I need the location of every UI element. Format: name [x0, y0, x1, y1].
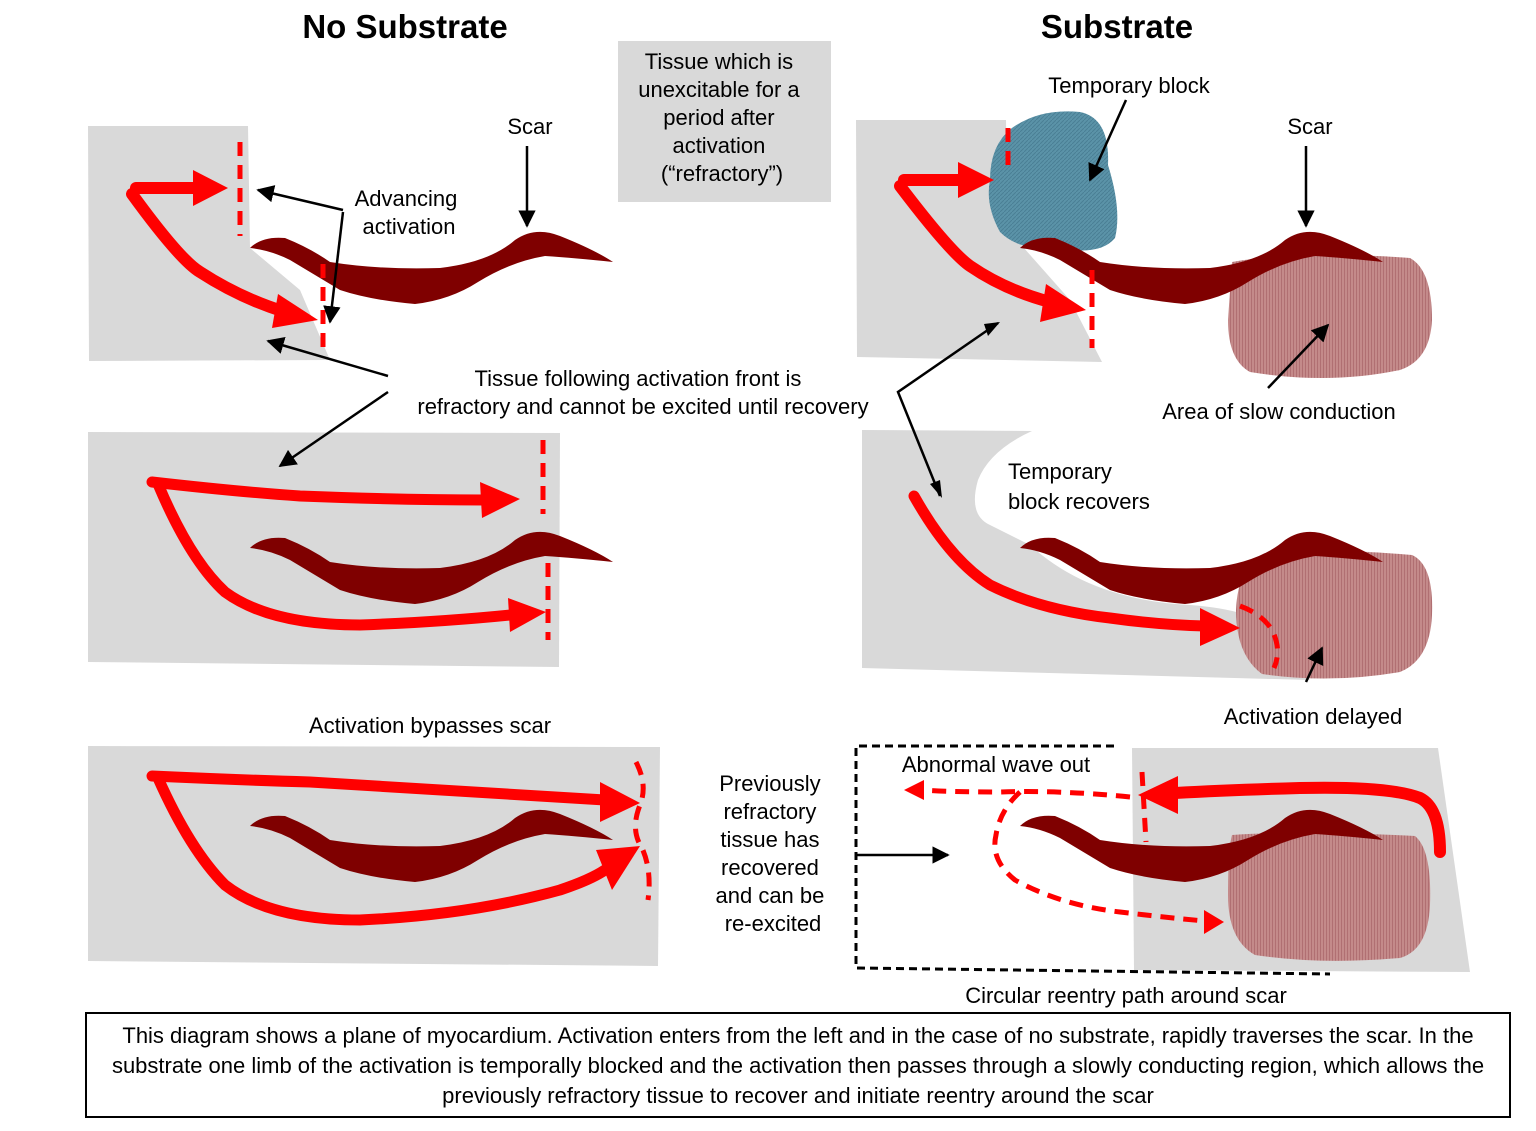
label-reentry: Circular reentry path around scar [965, 983, 1287, 1008]
label-slow-conduction: Area of slow conduction [1162, 399, 1396, 424]
slow-conduction-area-3 [1228, 832, 1431, 961]
legend-text: Tissue which is unexcitable for a period… [638, 49, 806, 186]
reentry-loop-path [992, 790, 1206, 924]
scar-left-3 [250, 809, 613, 882]
pointer-advancing-2 [323, 211, 345, 324]
legend-line: activation [672, 133, 765, 158]
activation-arrowhead [958, 162, 994, 198]
pointer-refractory-right [896, 321, 999, 497]
label-block-recovers: Temporary block recovers [1008, 459, 1150, 514]
refractory-legend-box [618, 41, 831, 202]
activation-arrowhead [508, 598, 546, 632]
pointer-temp-block [1088, 99, 1128, 182]
activation-arrowhead [596, 846, 640, 890]
activation-path-left-2a [146, 476, 491, 506]
label-scar-right: Scar [1287, 114, 1332, 139]
pointer-arrowhead [984, 322, 1000, 336]
wavefront-dash [633, 760, 652, 901]
activation-path-left-3b [152, 772, 611, 926]
activation-path-right-1b [894, 180, 1056, 308]
scar-right-2 [1020, 531, 1383, 604]
tissue-panel-right-2 [862, 430, 1310, 680]
heading-no-substrate: No Substrate [302, 8, 507, 45]
label-bypass: Activation bypasses scar [309, 713, 551, 738]
reentry-frame [854, 744, 1331, 976]
scar-left-2 [250, 531, 613, 604]
legend-line: period after [663, 105, 774, 130]
label-refractory-note: Tissue following activation front is ref… [417, 366, 868, 419]
tissue-panel-left-2 [88, 432, 560, 667]
activation-path-left-3a [146, 770, 611, 806]
pointer-advancing-1 [256, 185, 344, 212]
label-scar-left: Scar [507, 114, 552, 139]
wavefront-dash [1239, 603, 1280, 670]
activation-path-left-2b [152, 478, 516, 631]
activation-arrowhead [480, 482, 520, 518]
label-delayed: Activation delayed [1224, 704, 1403, 729]
label-temporary-block: Temporary block [1048, 73, 1210, 98]
activation-arrowhead [1138, 776, 1178, 814]
legend-line: Tissue which is [645, 49, 793, 74]
label-recovered: Previously refractory tissue has recover… [716, 771, 831, 936]
scar-right-3 [1020, 809, 1383, 882]
abnormal-wave-out-path [921, 787, 1131, 800]
activation-arrowhead [600, 782, 640, 822]
slow-conduction-area-2 [1236, 550, 1433, 679]
legend-line: (“refractory”) [661, 161, 783, 186]
pointer-slow-conduction [1267, 323, 1330, 389]
label-advancing-activation: Advancing activation [355, 186, 464, 239]
heading-substrate: Substrate [1041, 8, 1193, 45]
activation-path-right-3 [1169, 781, 1446, 858]
temporary-block-region [988, 111, 1118, 251]
slow-conduction-area-1 [1228, 254, 1432, 379]
pointer-delayed [1304, 646, 1324, 683]
diagram-caption: This diagram shows a plane of myocardium… [85, 1012, 1511, 1118]
scar-right-1 [1020, 231, 1383, 304]
legend-line: unexcitable for a [638, 77, 800, 102]
label-abnormal-wave: Abnormal wave out [902, 752, 1090, 777]
activation-path-left-1b [126, 188, 291, 318]
activation-arrowhead [904, 780, 924, 800]
pointer-refractory-2 [278, 390, 389, 468]
wavefront-dash [1139, 771, 1149, 843]
activation-arrowhead [1204, 910, 1224, 934]
scar-left-1 [250, 231, 613, 304]
activation-arrowhead [1200, 608, 1240, 646]
pointer-refractory-1 [266, 337, 389, 378]
pointer-arrowhead [930, 480, 942, 498]
activation-path-right-2 [908, 490, 1211, 632]
activation-arrowhead [1040, 284, 1086, 322]
activation-arrowhead [272, 294, 318, 328]
activation-arrowhead [193, 170, 228, 206]
